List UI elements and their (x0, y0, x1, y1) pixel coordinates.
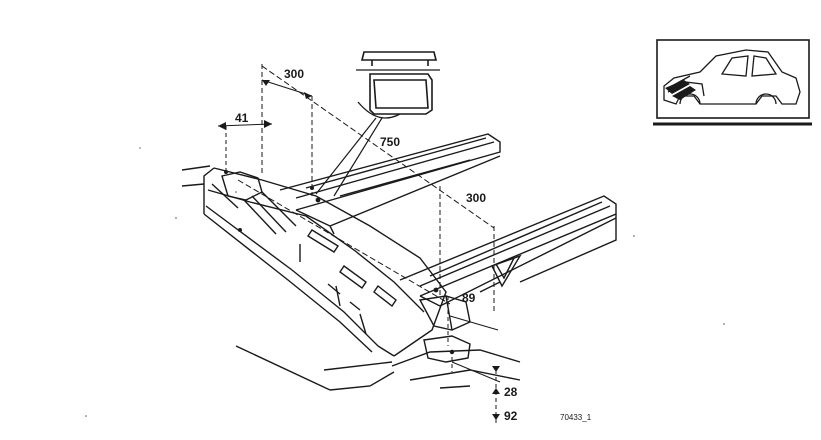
print-specks (85, 147, 725, 417)
upper-longitudinal-member (279, 133, 501, 235)
figure-reference: 70433_1 (560, 413, 592, 422)
floor-pan-structure (181, 165, 521, 391)
dimension-750: 750 (380, 135, 400, 149)
highlighted-front-section (665, 80, 696, 100)
dimension-arrowheads (218, 80, 500, 420)
dimension-lines (217, 64, 501, 424)
dimension-89: 89 (462, 291, 476, 305)
section-detail (315, 51, 440, 197)
dimension-300-right: 300 (466, 191, 486, 205)
inset-frame (656, 39, 810, 119)
measurement-points (224, 170, 455, 355)
vehicle-location-inset (653, 39, 812, 126)
dimension-28: 28 (504, 385, 518, 399)
dimension-300-top: 300 (284, 67, 304, 81)
dimension-41: 41 (235, 111, 249, 125)
dimension-92: 92 (504, 409, 518, 423)
right-longitudinal-member (399, 195, 617, 307)
